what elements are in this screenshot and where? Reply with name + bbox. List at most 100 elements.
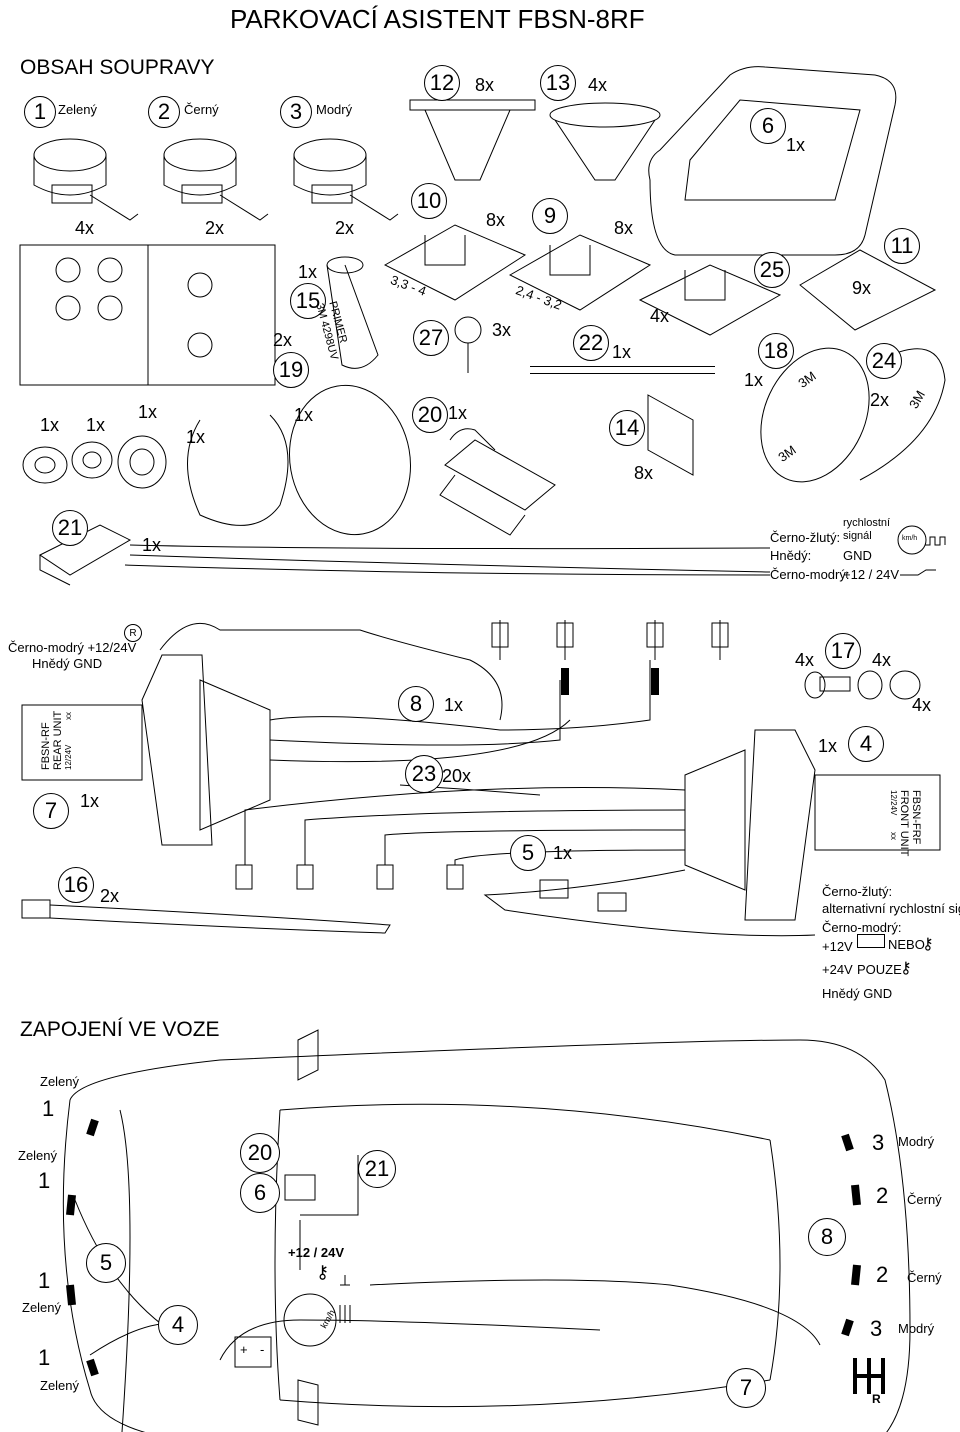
- unit-label: REAR UNIT: [52, 710, 64, 770]
- unit-label: xx: [889, 832, 898, 840]
- quantity: 2x: [205, 218, 225, 238]
- bracket-drawing: [383, 224, 782, 336]
- ground-label: Hnědý GND: [822, 986, 893, 1001]
- unit-label: FBSN-RF: [40, 722, 52, 770]
- page-title: PARKOVACÍ ASISTENT FBSN-8RF: [230, 4, 645, 34]
- sensor-color-label: Černý: [907, 1270, 942, 1285]
- tape-half-drawing: [859, 348, 946, 481]
- part-number: 20: [240, 1133, 280, 1173]
- unit-label: 12/24V: [889, 790, 898, 816]
- ground-label: Hnědý GND: [32, 656, 103, 671]
- key-drawing: [454, 316, 482, 373]
- part-number: 5: [86, 1243, 126, 1283]
- part-number: 10: [411, 183, 447, 219]
- quantity: 1x: [744, 370, 764, 390]
- quantity: 4x: [872, 650, 892, 670]
- part-number: 20: [412, 397, 448, 433]
- part-number: 9: [532, 198, 568, 234]
- part-number: 22: [573, 325, 609, 361]
- voltage-label: +24V: [822, 962, 853, 977]
- part-number: 8: [398, 686, 434, 722]
- quantity: 4x: [75, 218, 95, 238]
- unit-label: FRONT UNIT: [898, 790, 910, 857]
- wire-sleeve: [561, 668, 659, 695]
- wire-value: GND: [843, 548, 872, 563]
- sensor-number: 2: [876, 1262, 889, 1287]
- part-number: 21: [358, 1150, 396, 1188]
- ignition-key-icon: ⚷: [900, 960, 912, 977]
- quantity: 1x: [142, 535, 162, 555]
- quantity: 20x: [442, 766, 472, 786]
- ignition-key-icon: ⚷: [316, 1262, 330, 1282]
- reverse-gear-label: R: [872, 1392, 881, 1406]
- part-number: 7: [726, 1368, 766, 1408]
- power-label: +12 / 24V: [288, 1245, 345, 1260]
- wire-label: Černo-žlutý:: [822, 884, 893, 899]
- quantity: 1x: [80, 791, 100, 811]
- wire-label: Černo-žlutý:: [770, 530, 841, 545]
- nebo-label: NEBO: [888, 937, 925, 952]
- part-number: 7: [33, 793, 69, 829]
- wire-label: Černo-modrý:: [822, 920, 902, 935]
- quantity: 1x: [448, 403, 468, 423]
- voltage-label: +12V: [822, 939, 853, 954]
- power-label: Černo-modrý +12/24V: [8, 640, 137, 655]
- quantity: 2x: [335, 218, 355, 238]
- part-number: 27: [413, 320, 449, 356]
- sensor-color-label: Zelený: [58, 102, 98, 117]
- battery-plus: +: [240, 1342, 248, 1357]
- part-number: 6: [750, 108, 786, 144]
- part-number: 24: [866, 343, 902, 379]
- wire-value: alternativní rychlostní signál: [822, 901, 960, 916]
- part-number: 19: [273, 352, 309, 388]
- part-number: 15: [290, 283, 326, 319]
- part-number: 11: [884, 228, 920, 264]
- car-outline: [62, 1029, 911, 1432]
- ignition-key-icon: ⚷: [922, 936, 934, 953]
- part-number: 25: [754, 252, 790, 288]
- part-number: 4: [158, 1305, 198, 1345]
- sensor-color-label: Černý: [184, 102, 219, 117]
- quantity: 4x: [795, 650, 815, 670]
- quantity: 1x: [444, 695, 464, 715]
- part-number: 18: [758, 333, 794, 369]
- sensor-number: 3: [872, 1130, 885, 1155]
- quantity: 1x: [40, 415, 60, 435]
- sensor-number: 1: [38, 1268, 51, 1293]
- sensor-color-label: Černý: [907, 1192, 942, 1207]
- sensor-drawing: [33, 138, 399, 221]
- quantity: 1x: [818, 736, 838, 756]
- unit-label: xx: [64, 712, 73, 720]
- part-number: 17: [825, 633, 861, 669]
- quantity: 4x: [650, 306, 670, 326]
- sensor-number: 1: [38, 1168, 51, 1193]
- battery-minus: -: [260, 1342, 265, 1357]
- wire-label: Černo-modrý:: [770, 567, 850, 582]
- part-number: 1: [24, 96, 56, 128]
- quantity: 8x: [614, 218, 634, 238]
- install-heading: ZAPOJENÍ VE VOZE: [20, 1018, 220, 1041]
- tape-disc-drawing: [760, 347, 870, 483]
- quantity: 1x: [553, 843, 573, 863]
- part-number: 14: [609, 410, 645, 446]
- unit-label: FBSN-FRF: [910, 790, 922, 845]
- gear-shift-icon: [853, 1358, 885, 1394]
- quantity: 2x: [273, 330, 293, 350]
- part-number: 13: [540, 65, 576, 101]
- part-number: 12: [424, 65, 460, 101]
- part-number: 23: [405, 755, 443, 793]
- rear-unit-drawing: [21, 620, 729, 846]
- unit-label: 12/24V: [64, 744, 73, 770]
- quantity: 2x: [870, 390, 890, 410]
- connector-drawing: [439, 428, 556, 536]
- quantity: 1x: [298, 262, 318, 282]
- quantity: 1x: [786, 135, 806, 155]
- pad-drawing: [799, 249, 937, 331]
- sensor-number: 3: [870, 1316, 883, 1341]
- sensor-color-label: Modrý: [898, 1134, 935, 1149]
- sensor-color-label: Modrý: [316, 102, 353, 117]
- bumper-sensor-marks: [66, 1118, 861, 1377]
- drill-plate-drawing: [19, 244, 276, 386]
- part-number: 2: [148, 96, 180, 128]
